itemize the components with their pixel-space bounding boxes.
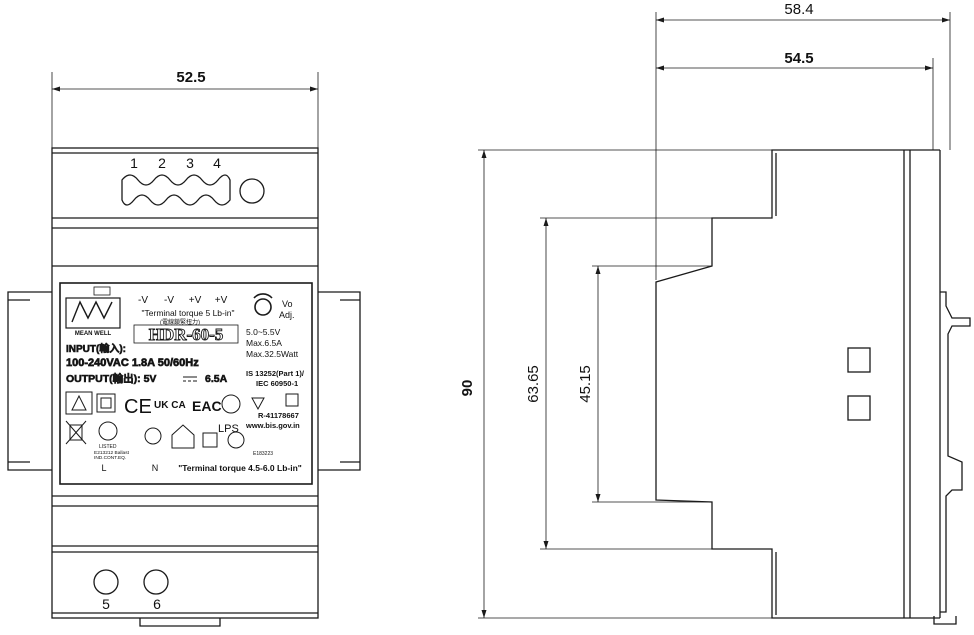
product-label: MEAN WELL -V -V +V +V "Terminal torque 5… [65, 286, 305, 473]
weee-bin-icon [65, 420, 87, 445]
efficiency-level-icon [221, 394, 241, 414]
terminal-torque-top: "Terminal torque 5 Lb-in" [142, 308, 235, 318]
listed-text: LISTED [99, 444, 117, 450]
website: www.bis.gov.in [245, 421, 300, 430]
terminal-2: 2 [158, 155, 166, 171]
triangle-cert-icon [251, 397, 265, 411]
model-name: HDR-60-5 [149, 325, 224, 344]
terminal-1: 1 [130, 155, 138, 171]
dc-symbol-icon [183, 376, 197, 382]
terminal-3: 3 [186, 155, 194, 171]
code-text: E213212 Ballast [94, 450, 130, 456]
r-number: R-41178667 [258, 411, 299, 420]
polarity-1: -V [138, 295, 148, 306]
polarity-4: +V [215, 295, 228, 306]
brand-logo [65, 297, 121, 329]
polarity-3: +V [189, 295, 202, 306]
mw-logo-icon [71, 300, 113, 323]
input-value: 100-240VAC 1.8A 50/60Hz [66, 357, 199, 369]
output-title: OUTPUT(輸出): 5V [66, 372, 156, 385]
ce-mark: CE [124, 396, 152, 418]
ul-listed-icon [98, 421, 118, 441]
e-number: E183223 [253, 451, 273, 457]
iec-standard: IEC 60950-1 [256, 379, 298, 388]
output-value: 6.5A [205, 373, 228, 385]
eac-mark: EAC [192, 398, 222, 414]
terminal-6: 6 [153, 596, 161, 612]
indoor-use-icon [171, 424, 195, 449]
front-view [7, 72, 361, 627]
terminal-4: 4 [213, 155, 221, 171]
vo-adj-knob-icon [254, 298, 272, 316]
dim-height-mid: 63.65 [525, 365, 542, 403]
dim-side-inner: 54.5 [784, 50, 813, 67]
vo-label: Vo [282, 299, 293, 309]
terminal-5: 5 [102, 596, 110, 612]
terminal-torque-top-cn: (電線鎖緊扭力) [160, 318, 200, 326]
ur-mark-icon [227, 431, 245, 449]
ind-cont-eq: IND.CONT.EQ. [94, 455, 126, 461]
n-terminal-label: N [152, 463, 159, 473]
adj-label: Adj. [279, 310, 295, 320]
l-terminal-label: L [101, 463, 106, 473]
side-view [478, 12, 971, 625]
bis-mark-icon [285, 393, 299, 407]
safety-transformer-icon [202, 432, 218, 448]
spec-voltage: 5.0~5.5V [246, 327, 281, 337]
dim-height-inner: 45.15 [577, 365, 594, 403]
polarity-2: -V [164, 295, 174, 306]
dim-front-width: 52.5 [176, 69, 205, 86]
dim-height-total: 90 [459, 380, 476, 397]
brand-name: MEAN WELL [75, 331, 112, 337]
warning-icon [65, 391, 93, 415]
double-insulation-icon [96, 393, 116, 413]
spec-watt: Max.32.5Watt [246, 349, 299, 359]
ukca-mark: UK CA [154, 400, 186, 411]
class2-icon [144, 427, 162, 445]
input-title: INPUT(輸入): [66, 342, 126, 355]
terminal-torque-bottom: "Terminal torque 4.5-6.0 Lb-in" [178, 463, 302, 473]
spec-current: Max.6.5A [246, 338, 282, 348]
dim-side-outer: 58.4 [784, 1, 813, 18]
lps-label: LPS [218, 423, 239, 435]
is-standard: IS 13252(Part 1)/ [246, 369, 305, 378]
